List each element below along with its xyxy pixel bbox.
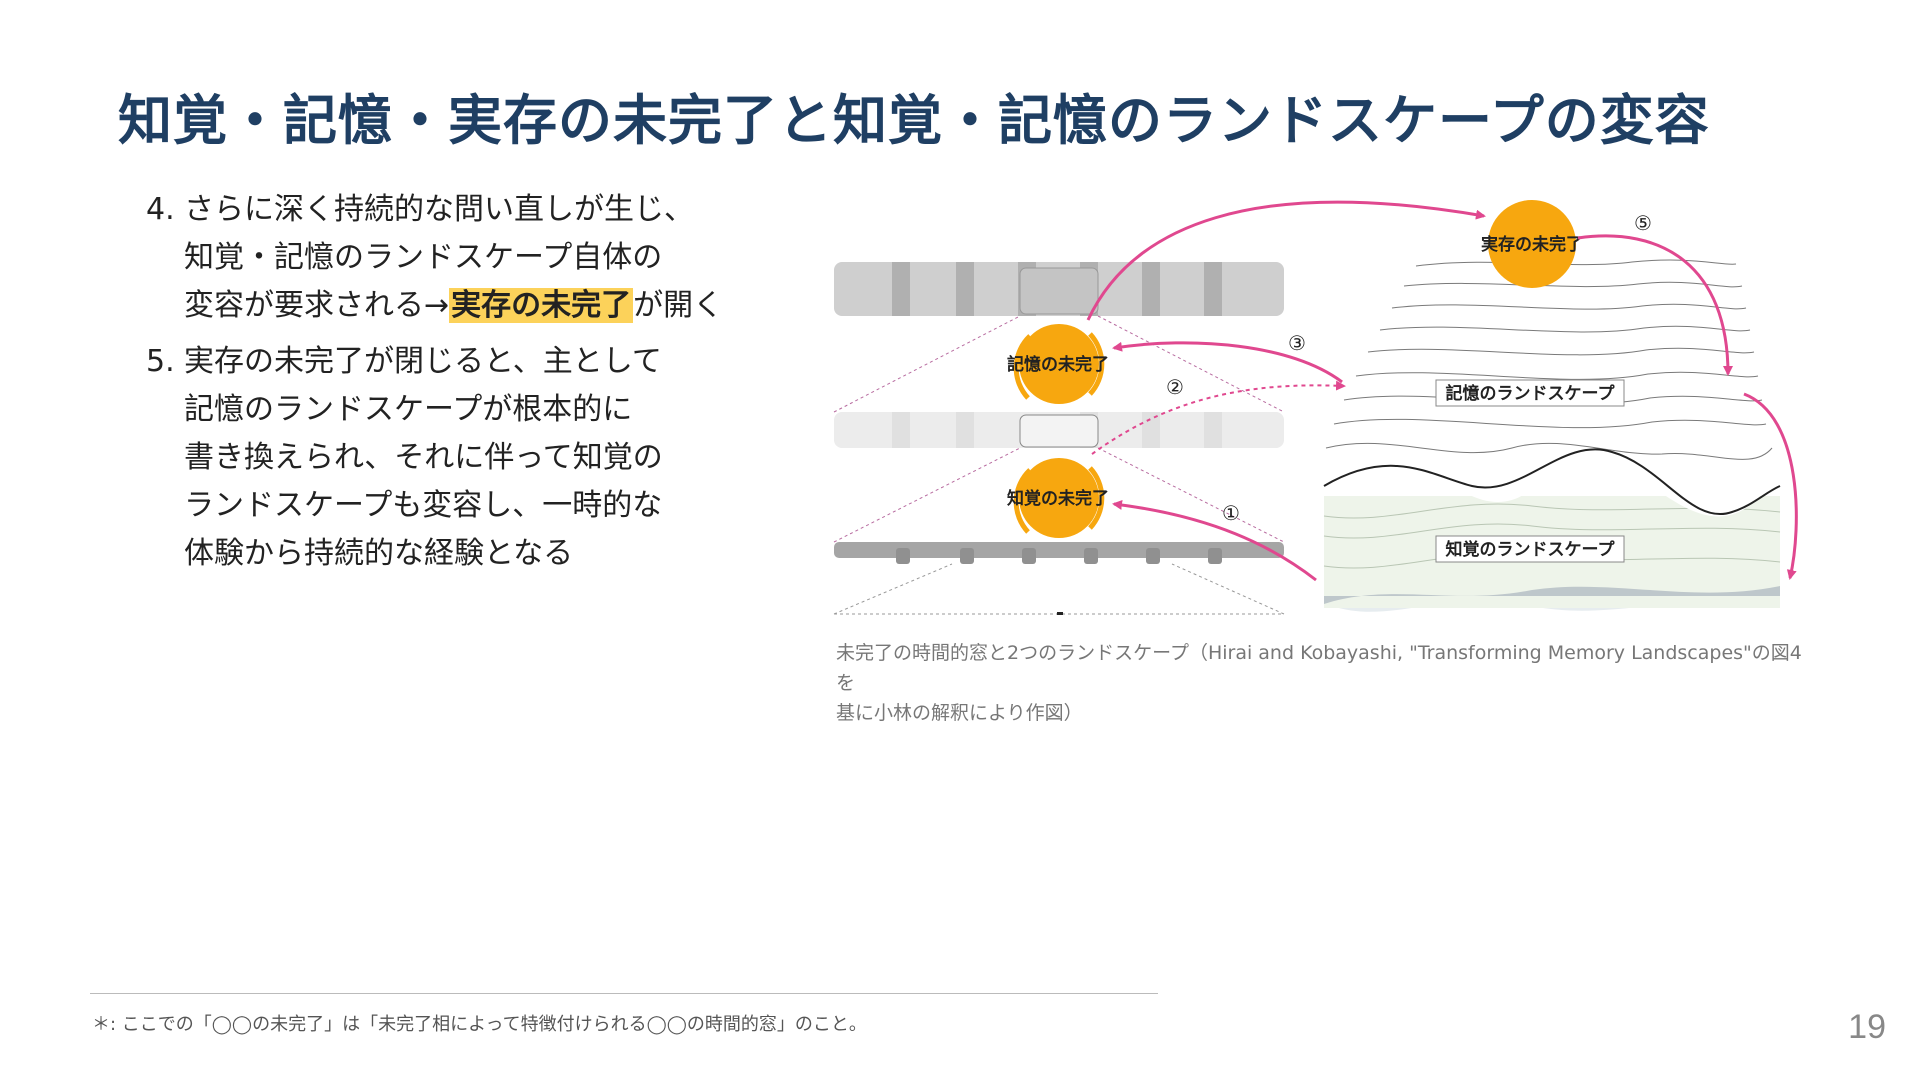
item-line: 書き換えられ、それに伴って知覚の [184,434,766,482]
footer-divider [90,993,1158,994]
item-line: 実存の未完了が閉じると、主として [184,338,766,386]
item-text: 変容が要求される→ [184,288,449,323]
caption-line-2: 基に小林の解釈により作図） [836,698,1816,728]
item-text: が開く [633,288,723,323]
footnote: ＊: ここでの「◯◯の未完了」は「未完了相によって特徴付けられる◯◯の時間的窓」… [92,1010,867,1036]
band-tick [896,548,910,564]
band-tick [956,262,974,316]
perception-incomplete-label: 知覚の未完了 [1006,488,1109,509]
band-tick [1208,548,1222,564]
band-tick [1204,412,1222,448]
landscape-figure: 記憶の未完了 知覚の未完了 [832,186,1812,626]
band-tick [1146,548,1160,564]
page-number: 19 [1848,1008,1886,1047]
perception-landscape-label: 知覚のランドスケープ [1445,539,1616,560]
arrow-3 [1114,343,1342,382]
temporal-window-diagram [834,262,1284,615]
list-item-4: 4. さらに深く持続的な問い直しが生じ、 知覚・記憶のランドスケープ自体の 変容… [146,186,766,330]
band-tick [1022,548,1036,564]
item-line: 体験から持続的な経験となる [184,530,766,578]
memory-incomplete-node: 記憶の未完了 [1007,324,1109,404]
band-tick [1142,412,1160,448]
band-tick [1084,548,1098,564]
figure-svg: 記憶の未完了 知覚の未完了 [832,186,1812,626]
memory-landscape-label: 記憶のランドスケープ [1446,383,1616,404]
existence-incomplete-label: 実存の未完了 [1481,234,1583,255]
step-2-label: ② [1166,375,1184,399]
top-window [1020,268,1098,314]
band-tick [1204,262,1222,316]
projection-line [834,564,1284,614]
memory-incomplete-label: 記憶の未完了 [1007,354,1109,375]
band-tick [956,412,974,448]
numbered-list: 4. さらに深く持続的な問い直しが生じ、 知覚・記憶のランドスケープ自体の 変容… [146,186,766,586]
caption-line-1: 未完了の時間的窓と2つのランドスケープ（Hirai and Kobayashi,… [836,638,1816,698]
band-tick [960,548,974,564]
list-item-5: 5. 実存の未完了が閉じると、主として 記憶のランドスケープが根本的に 書き換え… [146,338,766,578]
highlight-existence-incomplete: 実存の未完了 [449,288,633,323]
origin-marker [1057,612,1063,615]
middle-window [1020,415,1098,447]
item-line: さらに深く持続的な問い直しが生じ、 [184,186,766,234]
step-5-label: ⑤ [1634,211,1652,235]
item-line: ランドスケープも変容し、一時的な [184,482,766,530]
item-line: 記憶のランドスケープが根本的に [184,386,766,434]
perception-incomplete-node: 知覚の未完了 [1006,458,1109,538]
band-tick [892,262,910,316]
item-line-last: 変容が要求される→実存の未完了が開く [184,282,766,330]
landscape-diagram: 実存の未完了 記憶のランドスケープ 知覚のランドスケープ [1324,200,1780,612]
item-number: 5. [146,338,175,386]
step-3-label: ③ [1288,331,1306,355]
step-1-label: ① [1222,501,1240,525]
slide-title: 知覚・記憶・実存の未完了と知覚・記憶のランドスケープの変容 [118,76,1710,155]
figure-caption: 未完了の時間的窓と2つのランドスケープ（Hirai and Kobayashi,… [836,638,1816,728]
item-number: 4. [146,186,175,234]
band-tick [1142,262,1160,316]
item-line: 知覚・記憶のランドスケープ自体の [184,234,766,282]
band-tick [892,412,910,448]
